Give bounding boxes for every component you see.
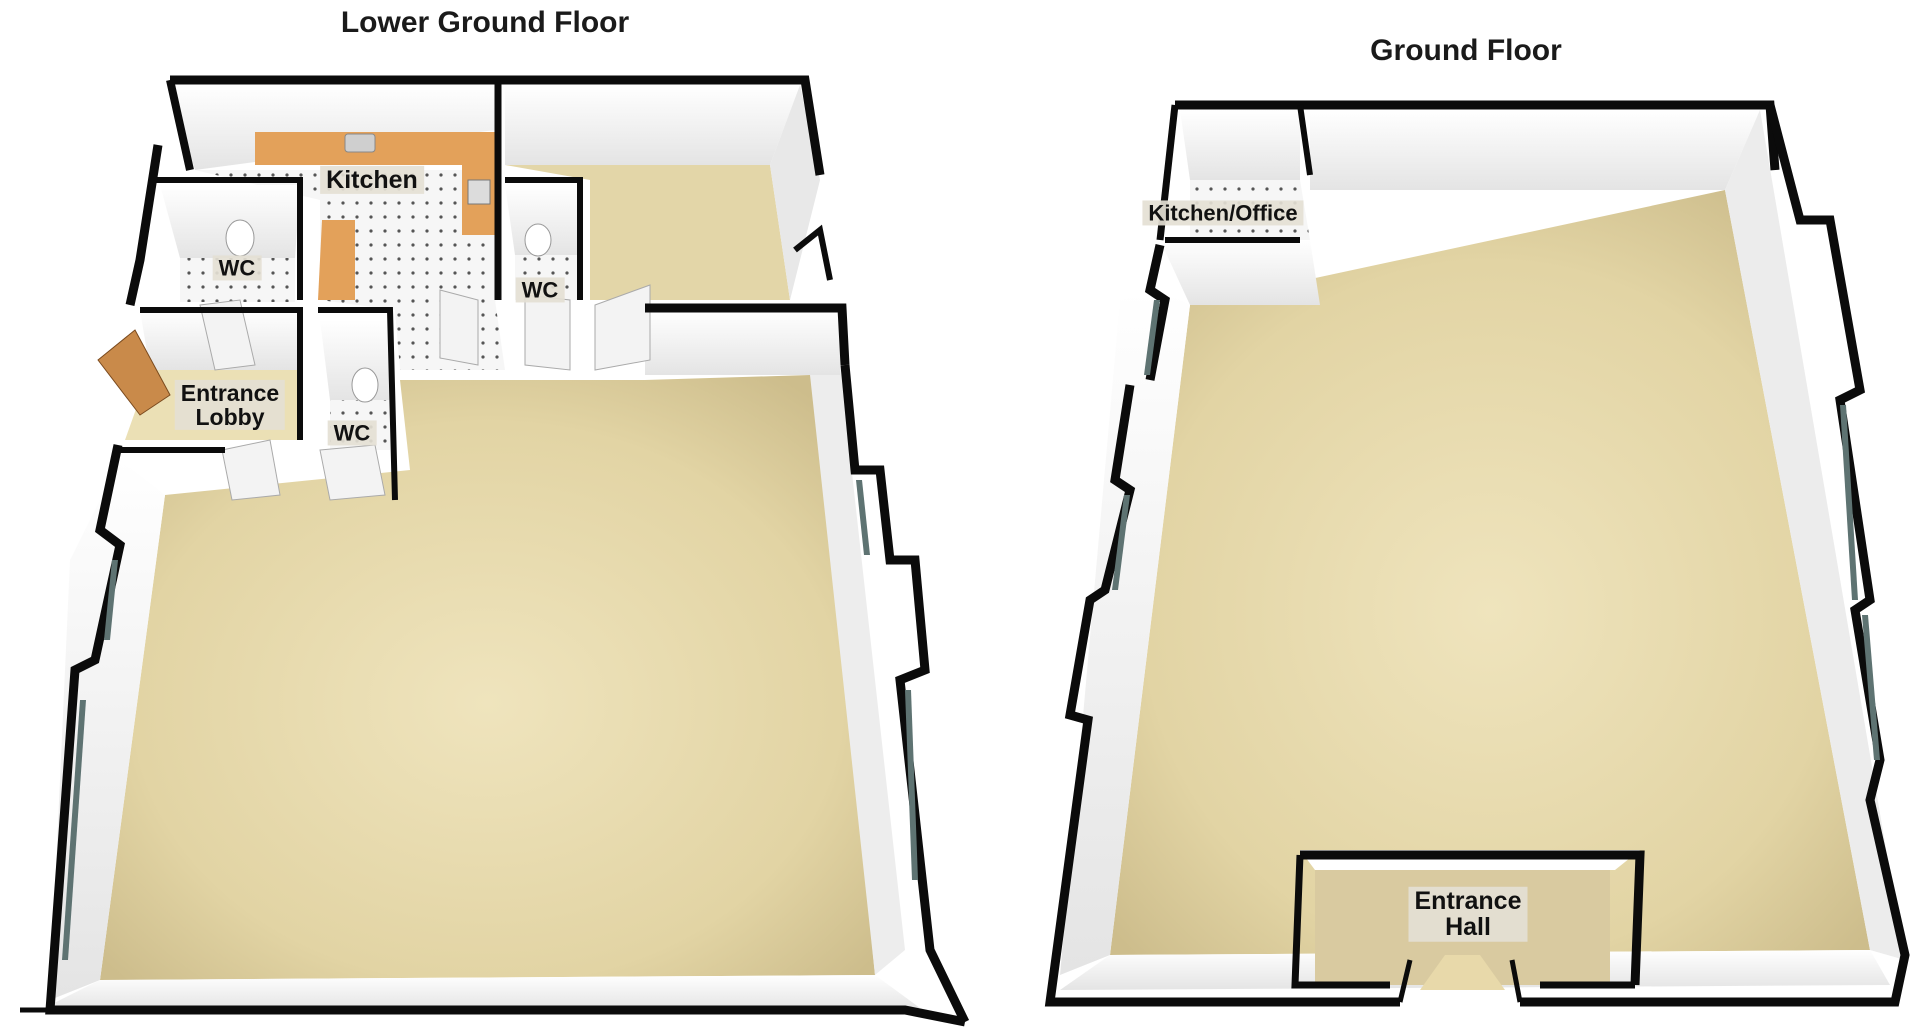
- kitchen-door: [439, 289, 479, 366]
- room-label-kitchen: Kitchen: [320, 165, 424, 195]
- entrance-lobby-label-line1: Entrance: [180, 379, 280, 406]
- wc-left-toilet: [225, 219, 255, 257]
- entrance-hall-step: [1420, 955, 1505, 990]
- entrance-lobby-label-line2: Lobby: [195, 404, 265, 430]
- kitchen-worktop-left: [318, 220, 355, 300]
- room-label-entrance-hall: Entrance Hall: [1408, 886, 1528, 942]
- ground-main-room-floor: [1110, 190, 1870, 955]
- room-label-wc-lobby: WC: [327, 420, 377, 446]
- lower-main-wall-face-left: [50, 460, 165, 1000]
- room-label-kitchen-office: Kitchen/Office: [1142, 200, 1304, 226]
- kitchen-office-lower-wall-face: [1160, 240, 1320, 305]
- kitchen-office-wall-face: [1180, 110, 1300, 180]
- wc-right-toilet: [524, 223, 552, 257]
- entrance-hall-label-line2: Hall: [1445, 913, 1491, 941]
- wc-left-wall-face: [160, 185, 300, 258]
- lower-ground-floor-title: Lower Ground Floor: [340, 6, 630, 39]
- entrance-hall-label-line1: Entrance: [1414, 886, 1522, 915]
- wc-right-wall-face: [505, 185, 580, 255]
- lower-windows: [62, 480, 918, 960]
- kitchen-back-wall: [170, 85, 495, 170]
- lower-rear-room-floor: [505, 165, 790, 300]
- entrance-front-door: [97, 329, 171, 416]
- room-label-wc-right: WC: [515, 277, 565, 303]
- wc-lobby-toilet: [351, 367, 379, 403]
- lower-top-wall-face: [645, 310, 840, 375]
- wc-lobby-door: [319, 444, 386, 501]
- room-label-entrance-lobby: Entrance Lobby: [174, 379, 286, 431]
- lower-rear-side-face: [770, 85, 820, 300]
- ground-floor-title: Ground Floor: [1370, 34, 1562, 67]
- rear-room-door: [594, 284, 651, 371]
- lobby-inner-door: [221, 439, 281, 501]
- lower-rear-wall-face: [505, 85, 800, 165]
- lower-walls: [20, 75, 970, 1027]
- lower-main-wall-face-bottom: [40, 975, 920, 1010]
- lower-main-wall-face-right: [810, 365, 905, 975]
- lower-ground-floor-plan: [20, 75, 970, 1027]
- ground-walls: [1044, 100, 1910, 1007]
- room-label-wc-left: WC: [212, 255, 262, 281]
- ground-windows: [1112, 300, 1880, 760]
- kitchen-hob: [467, 179, 491, 205]
- ground-floor-plan: [1044, 100, 1910, 1007]
- ground-top-wall-face: [1310, 110, 1760, 190]
- wc-left-door: [199, 299, 256, 371]
- ground-left-wall-face: [1060, 290, 1190, 975]
- ground-right-wall-face: [1725, 110, 1905, 960]
- lower-main-room-floor: [100, 365, 875, 980]
- wc-right-door: [524, 294, 571, 371]
- kitchen-sink: [344, 133, 376, 153]
